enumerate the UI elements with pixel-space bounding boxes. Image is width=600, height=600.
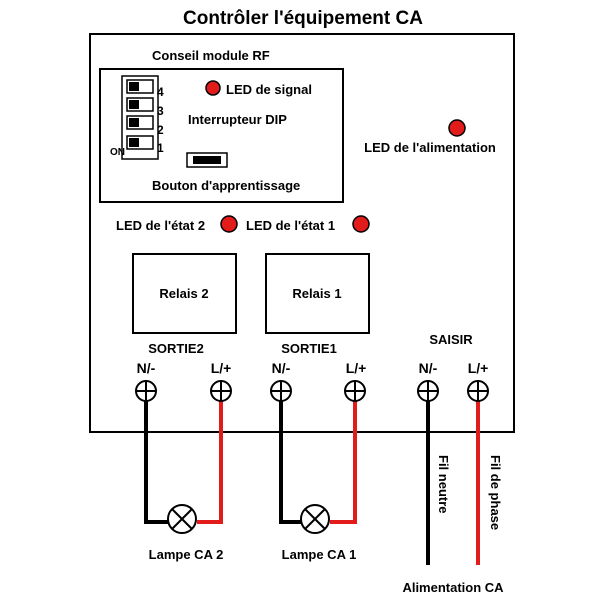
terminal-icon — [135, 380, 157, 402]
relay-1-box — [265, 253, 370, 334]
input-label: SAISIR — [429, 332, 473, 347]
terminal-label-in-l: L/+ — [468, 360, 489, 376]
dip-switch-toggle — [129, 138, 139, 147]
dip-number-2: 2 — [157, 123, 164, 137]
dip-switch-label: Interrupteur DIP — [188, 112, 287, 127]
neutral-wire-label: Fil neutre — [436, 455, 451, 514]
lamp-1-label: Lampe CA 1 — [282, 547, 357, 562]
signal-led-label: LED de signal — [226, 82, 312, 97]
learn-button-label: Bouton d'apprentissage — [152, 178, 300, 193]
diagram-title: Contrôler l'équipement CA — [183, 8, 423, 29]
dip-number-4: 4 — [157, 85, 164, 99]
ac-power-label: Alimentation CA — [402, 580, 504, 595]
terminal-label-out1-l: L/+ — [346, 360, 367, 376]
terminal-icon — [270, 380, 292, 402]
dip-switch-toggle — [129, 82, 139, 91]
dip-on-label: ON — [110, 147, 125, 158]
learn-button-key — [193, 156, 221, 164]
status-led-1-icon — [352, 215, 370, 233]
status-led-1-label: LED de l'état 1 — [246, 218, 335, 233]
neutral-wire-lamp-1 — [279, 401, 301, 524]
terminal-label-in-n: N/- — [419, 360, 438, 376]
relay-1-label: Relais 1 — [292, 286, 341, 301]
dip-switch-toggle — [129, 100, 139, 109]
phase-wire-label: Fil de phase — [488, 455, 503, 530]
dip-number-3: 3 — [157, 104, 164, 118]
live-wire-lamp-1 — [330, 401, 357, 524]
terminal-label-out2-l: L/+ — [211, 360, 232, 376]
lamp-2-label: Lampe CA 2 — [149, 547, 224, 562]
dip-switch: 4 3 2 1 ON — [110, 75, 164, 160]
controller-enclosure — [89, 33, 515, 433]
lamp-1-icon — [300, 504, 330, 534]
dip-switch-slot — [126, 79, 154, 94]
learn-button-icon — [186, 152, 228, 168]
terminal-icon — [417, 380, 439, 402]
rf-module-board — [99, 68, 344, 203]
lamp-2-icon — [167, 504, 197, 534]
dip-number-1: 1 — [157, 141, 164, 155]
terminal-label-out1-n: N/- — [272, 360, 291, 376]
status-led-2-icon — [220, 215, 238, 233]
relay-2-box — [132, 253, 237, 334]
terminal-icon — [210, 380, 232, 402]
terminal-label-out2-n: N/- — [137, 360, 156, 376]
power-led-icon — [448, 119, 466, 137]
dip-switch-toggle — [129, 118, 139, 127]
dip-switch-slot — [126, 135, 154, 150]
power-led-label: LED de l'alimentation — [364, 140, 496, 155]
dip-switch-slot — [126, 115, 154, 130]
live-wire-lamp-2 — [197, 401, 223, 524]
relay-2-label: Relais 2 — [159, 286, 208, 301]
rf-module-label: Conseil module RF — [152, 48, 270, 63]
terminal-icon — [467, 380, 489, 402]
signal-led-icon — [205, 80, 221, 96]
output-1-label: SORTIE1 — [281, 341, 337, 356]
terminal-icon — [344, 380, 366, 402]
dip-switch-housing — [121, 75, 159, 160]
wiring — [144, 401, 480, 565]
status-led-2-label: LED de l'état 2 — [116, 218, 205, 233]
dip-switch-slot — [126, 97, 154, 112]
output-2-label: SORTIE2 — [148, 341, 204, 356]
neutral-wire-lamp-2 — [144, 401, 168, 524]
